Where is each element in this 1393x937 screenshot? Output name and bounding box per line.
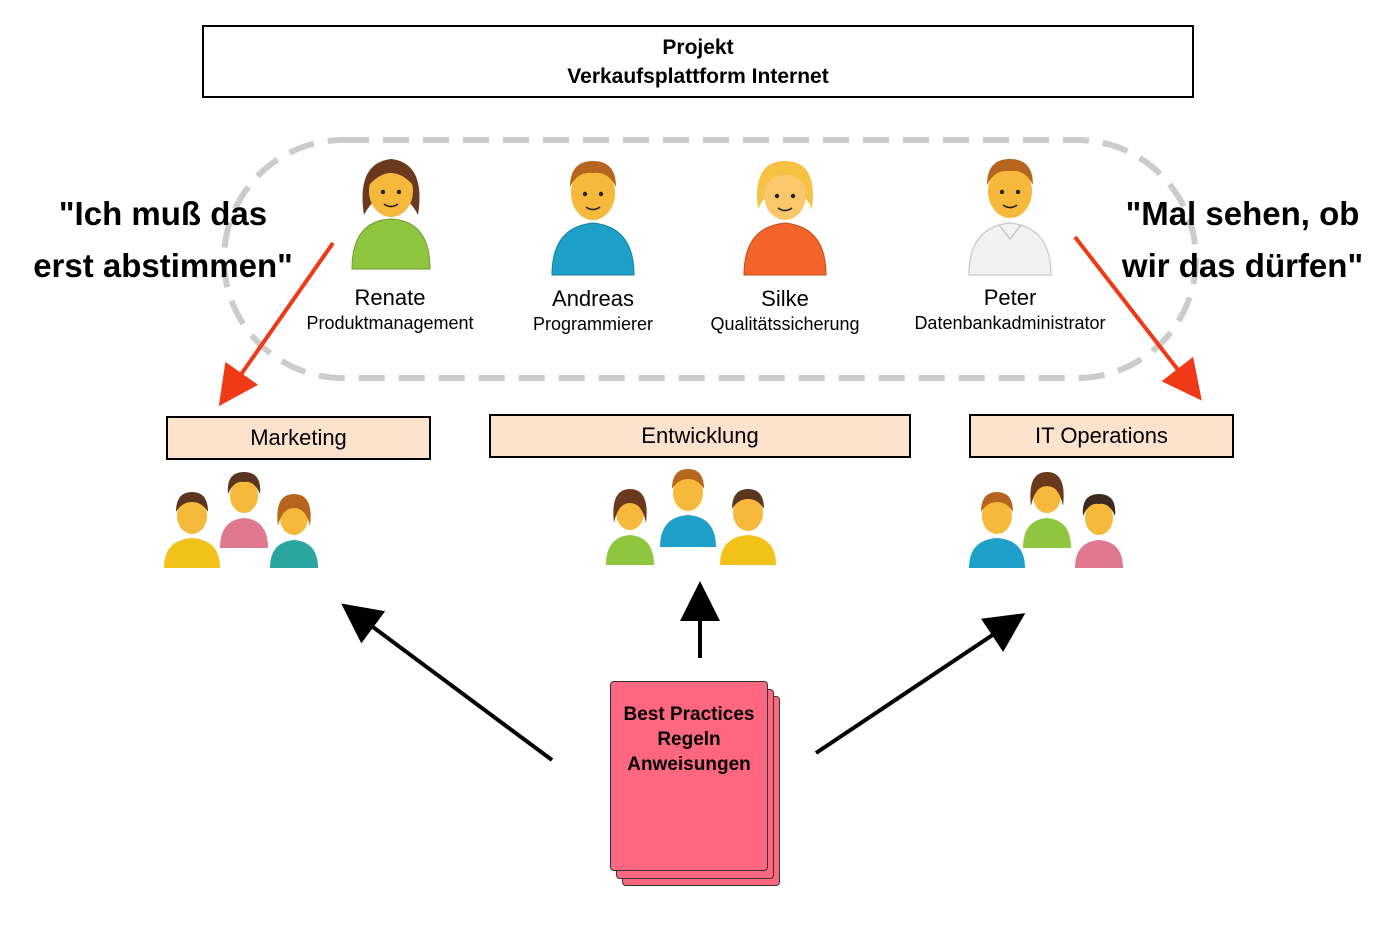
member-name: Peter [983, 285, 1037, 310]
document-line2: Regeln [657, 729, 721, 750]
quote-left: "Ich muß das erst abstimmen" [8, 188, 318, 292]
member-renate: Renate Produktmanagement [280, 285, 500, 335]
member-name: Renate [354, 285, 426, 310]
dept-label: IT Operations [1035, 423, 1168, 448]
dept-it-operations: IT Operations [969, 414, 1234, 458]
arrow-to-it-operations [814, 613, 1026, 755]
dept-label: Entwicklung [641, 423, 759, 448]
project-title-line2: Verkaufsplattform Internet [567, 64, 829, 88]
red-arrow-right [1073, 235, 1202, 401]
quote-left-line1: "Ich muß das [58, 195, 268, 232]
member-peter: Peter Datenbankadministrator [890, 285, 1130, 335]
best-practices-document: Best Practices Regeln Anweisungen [610, 681, 768, 871]
member-silke: Silke Qualitätssicherung [675, 286, 895, 336]
quote-right: "Mal sehen, ob wir das dürfen" [1100, 188, 1385, 292]
quote-right-line1: "Mal sehen, ob [1125, 195, 1360, 232]
document-line1: Best Practices [623, 704, 755, 725]
avatar-peter-icon [968, 159, 1052, 276]
member-name: Silke [761, 286, 809, 311]
member-role: Programmierer [532, 314, 654, 334]
project-title-box: Projekt Verkaufsplattform Internet [202, 25, 1194, 98]
team-group-outline [221, 137, 1199, 381]
project-title-line1: Projekt [662, 35, 734, 59]
member-role: Datenbankadministrator [914, 313, 1106, 333]
quote-left-line2: erst abstimmen" [33, 247, 293, 284]
dept-entwicklung: Entwicklung [489, 414, 911, 458]
marketing-people-icon [164, 472, 318, 568]
document-line3: Anweisungen [627, 754, 751, 775]
avatar-andreas-icon [551, 161, 635, 276]
member-andreas: Andreas Programmierer [483, 286, 703, 336]
entwicklung-people-icon [606, 469, 776, 565]
it-operations-people-icon [969, 472, 1123, 568]
member-role: Produktmanagement [306, 313, 474, 333]
member-role: Qualitätssicherung [710, 314, 860, 334]
dept-marketing: Marketing [166, 416, 431, 460]
dept-label: Marketing [250, 425, 347, 450]
red-arrow-left [218, 241, 335, 407]
quote-right-line2: wir das dürfen" [1121, 247, 1364, 284]
member-name: Andreas [552, 286, 634, 311]
avatar-silke-icon [743, 161, 827, 276]
avatar-renate-icon [351, 159, 431, 270]
arrow-to-marketing [341, 603, 554, 762]
